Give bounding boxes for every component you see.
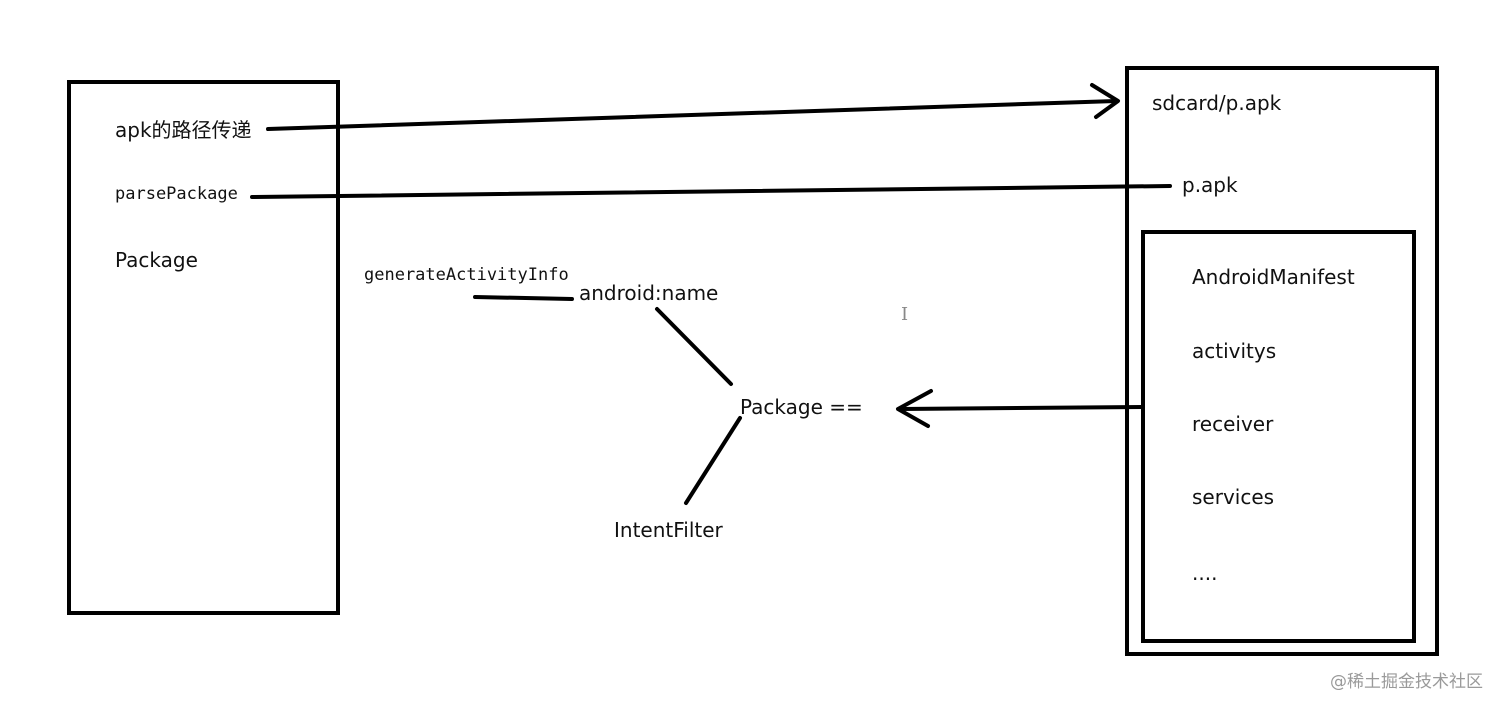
path-arrow-head [1090,83,1120,119]
intent-filter-label: IntentFilter [614,518,723,542]
manifest-arrow-head [896,389,933,428]
sdcard-path-label: sdcard/p.apk [1152,91,1282,115]
name-to-package-line [655,307,733,386]
ellipsis-label: .... [1192,561,1218,585]
apk-file-label: p.apk [1182,173,1238,197]
text-cursor-icon: I [901,304,909,325]
manifest-box [1141,230,1416,643]
parse-package-label: parsePackage [115,184,238,204]
activitys-label: activitys [1192,339,1277,363]
package-label: Package [115,248,198,272]
generate-link-line [473,295,574,301]
parse-line [250,184,1172,199]
android-name-label: android:name [579,281,719,305]
right-box [1125,66,1439,656]
package-equals-label: Package == [740,395,863,419]
path-arrow-line [266,99,1118,131]
generate-activity-info-label: generateActivityInfo [364,265,569,285]
watermark: @稀土掘金技术社区 [1330,672,1483,692]
manifest-arrow-line [898,405,1145,411]
android-manifest-label: AndroidManifest [1192,265,1355,289]
package-to-intent-line [684,416,742,505]
services-label: services [1192,485,1275,509]
apk-path-pass-label: apk的路径传递 [115,118,252,142]
left-box [67,80,340,615]
receiver-label: receiver [1192,412,1274,436]
